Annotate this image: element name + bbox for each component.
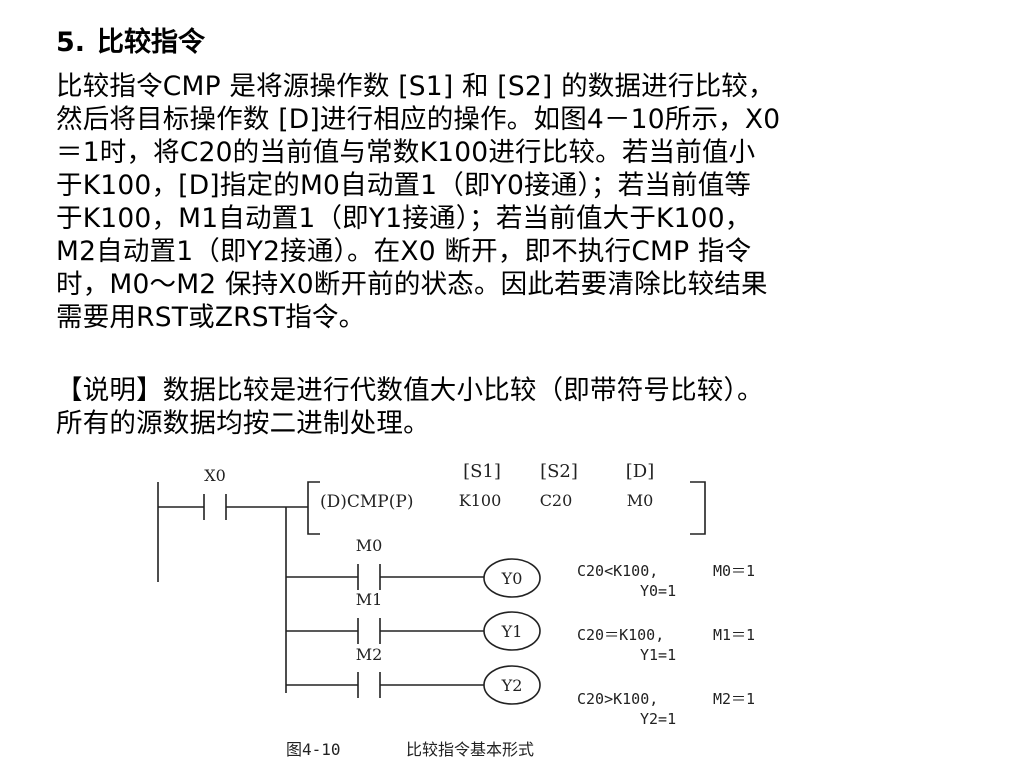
contact-label-m0: M0 [356, 536, 383, 555]
text-line: ＝1时，将C20的当前值与常数K100进行比较。若当前值小 [56, 137, 756, 168]
contact-label-m1: M1 [356, 590, 383, 609]
coil-y0 [483, 558, 541, 598]
text-line: M2自动置1（即Y2接通）。在X0 断开，即不执行CMP 指令 [56, 236, 752, 267]
section-heading: 5. 比较指令 [56, 24, 205, 62]
instruction-bracket-left [307, 481, 320, 535]
set-text: M2＝1 [713, 690, 755, 708]
coil-label-y1: Y1 [501, 622, 523, 641]
section-title: 比较指令 [97, 27, 206, 58]
text-line: 需要用RST或ZRST指令。 [56, 302, 366, 333]
condition-text: C20＝K100, [577, 626, 664, 644]
output-text: Y2=1 [640, 710, 676, 728]
contact-label-x0: X0 [204, 466, 226, 485]
figure-title: 比较指令基本形式 [406, 740, 534, 759]
coil-y2 [483, 665, 541, 705]
condition-text: C20>K100, [577, 690, 658, 708]
section-number: 5. [56, 27, 86, 58]
operand-header-s2: [S2] [540, 461, 578, 482]
figure-number: 图4-10 [286, 740, 341, 759]
text-line: 时，M0～M2 保持X0断开前的状态。因此若要清除比较结果 [56, 269, 768, 300]
operand-value-s1: K100 [459, 491, 502, 510]
output-text: Y0=1 [640, 582, 676, 600]
paragraph-note: 【说明】数据比较是进行代数值大小比较（即带符号比较）。 所有的源数据均按二进制处… [56, 374, 976, 440]
text-line: 于K100，[D]指定的M0自动置1（即Y0接通）；若当前值等 [56, 170, 752, 201]
coil-y1 [483, 611, 541, 651]
text-line: 所有的源数据均按二进制处理。 [56, 408, 430, 439]
operand-header-d: [D] [626, 461, 654, 482]
text-line: 【说明】数据比较是进行代数值大小比较（即带符号比较）。 [56, 375, 764, 406]
operand-header-s1: [S1] [463, 461, 501, 482]
coil-label-y0: Y0 [501, 569, 523, 588]
operand-value-d: M0 [627, 491, 654, 510]
operand-value-s2: C20 [540, 491, 573, 510]
coil-label-y2: Y2 [501, 676, 523, 695]
text-line: 比较指令CMP 是将源操作数 [S1] 和 [S2] 的数据进行比较， [56, 71, 775, 102]
paragraph-cmp-description: 比较指令CMP 是将源操作数 [S1] 和 [S2] 的数据进行比较， 然后将目… [56, 70, 976, 334]
set-text: M0＝1 [713, 562, 755, 580]
instruction-label: (D)CMP(P) [320, 492, 413, 512]
text-line: 然后将目标操作数 [D]进行相应的操作。如图4－10所示，X0 [56, 104, 781, 135]
text-line: 于K100，M1自动置1（即Y1接通）；若当前值大于K100， [56, 203, 752, 234]
contact-label-m2: M2 [356, 645, 383, 664]
output-text: Y1=1 [640, 646, 676, 664]
set-text: M1＝1 [713, 626, 755, 644]
instruction-bracket-right [690, 481, 706, 535]
condition-text: C20<K100, [577, 562, 658, 580]
